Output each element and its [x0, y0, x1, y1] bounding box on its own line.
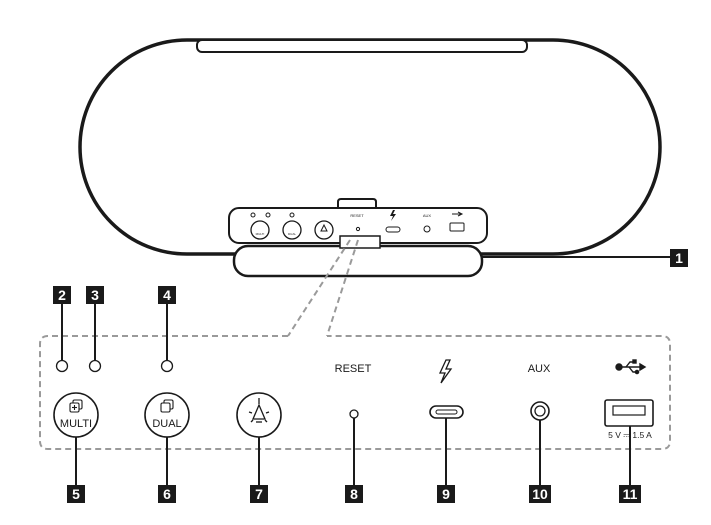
mini-reset-label: RESET [350, 213, 364, 218]
dual-icon [160, 399, 174, 413]
mini-led-icon [250, 212, 256, 218]
callout-badge-10: 10 [529, 485, 551, 503]
svg-text:11: 11 [623, 486, 638, 502]
usb-trident-icon [615, 359, 647, 375]
mini-reset-hole [355, 226, 361, 232]
mini-bolt-icon [390, 210, 396, 221]
mini-led-icon [265, 212, 271, 218]
callout-badge-9: 9 [437, 485, 455, 503]
led-indicator-icon [160, 359, 174, 373]
light-button [236, 392, 282, 438]
dual-label: DUAL [152, 418, 181, 430]
svg-text:4: 4 [163, 287, 171, 303]
svg-text:5: 5 [72, 486, 80, 502]
svg-text:3: 3 [91, 287, 99, 303]
mini-aux-label: AUX [423, 213, 432, 218]
svg-text:9: 9 [442, 486, 450, 502]
mini-aux-port [423, 225, 431, 233]
callout-badge-6: 6 [158, 485, 176, 503]
callout-badge-8: 8 [345, 485, 363, 503]
callout-badge-2: 2 [53, 286, 71, 304]
reset-label: RESET [335, 363, 372, 375]
usbc-port [429, 405, 464, 419]
power-bolt-icon [438, 359, 453, 384]
multi-label: MULTI [60, 418, 92, 430]
zoom-lines [287, 239, 359, 337]
leader-lines [61, 256, 670, 485]
svg-text:1: 1 [675, 250, 683, 266]
top-groove [196, 39, 528, 53]
mini-bulb-button [314, 220, 334, 240]
callout-badge-11: 11 [619, 485, 641, 503]
multi-icon [69, 399, 83, 413]
mini-dual-button [282, 220, 302, 240]
aux-label: AUX [528, 363, 551, 375]
mini-dual-label: DUAL [288, 232, 296, 236]
callout-badge-5: 5 [67, 485, 85, 503]
mini-panel: MULTI DUAL RESET AUX [228, 207, 488, 249]
svg-text:10: 10 [532, 486, 548, 502]
bulb-icon [248, 398, 270, 423]
mini-multi-button [250, 220, 270, 240]
mini-usbc-port [385, 226, 401, 233]
dual-button: DUAL [144, 392, 190, 438]
svg-text:2: 2 [58, 287, 66, 303]
mini-usb-icon [452, 211, 464, 217]
multi-button: MULTI [53, 392, 99, 438]
svg-text:7: 7 [255, 486, 263, 502]
svg-text:8: 8 [350, 486, 358, 502]
led-indicator-icon [55, 359, 69, 373]
led-indicator-icon [88, 359, 102, 373]
callout-badge-7: 7 [250, 485, 268, 503]
svg-text:6: 6 [163, 486, 171, 502]
mini-multi-label: MULTI [256, 232, 265, 236]
reset-hole [349, 409, 359, 419]
mini-led-icon [289, 212, 295, 218]
speaker-body [78, 38, 662, 256]
callout-badge-3: 3 [86, 286, 104, 304]
mini-usba-port [449, 222, 465, 232]
callout-badge-4: 4 [158, 286, 176, 304]
callout-badge-1: 1 [670, 249, 688, 267]
usba-port [604, 399, 654, 427]
